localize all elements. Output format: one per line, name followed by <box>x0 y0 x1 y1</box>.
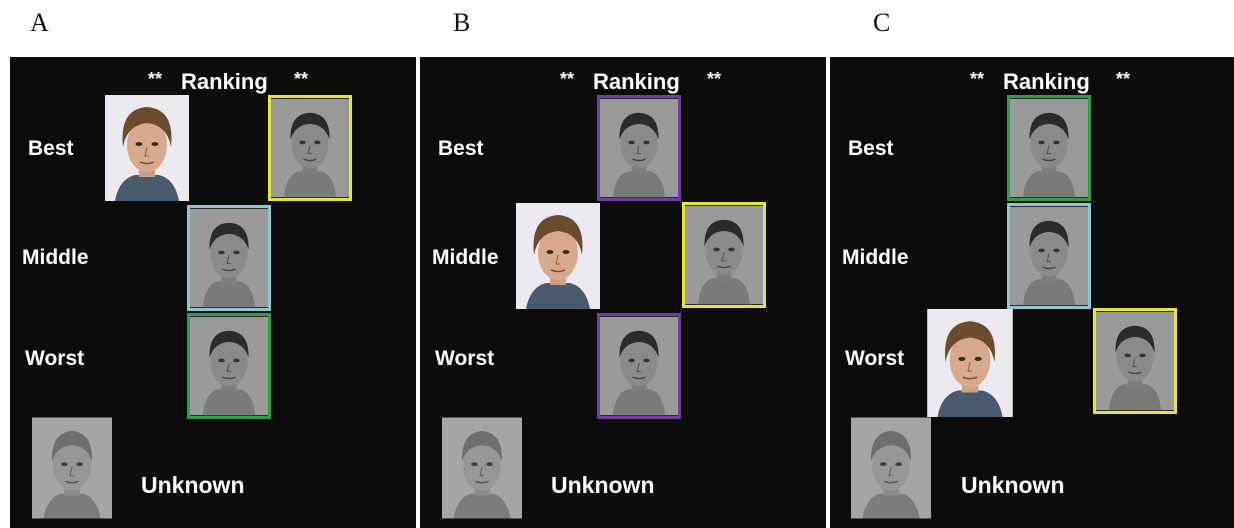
ranking-label: Ranking <box>181 69 268 94</box>
stars-left: ** <box>148 69 163 89</box>
panel-a-letter: A <box>30 8 49 37</box>
panel-b: ** Ranking ** Best Middle Worst Unknown <box>420 57 826 528</box>
unknown-label: Unknown <box>551 472 655 498</box>
rank-middle-label: Middle <box>842 246 909 269</box>
face-photo-purple-frame[interactable] <box>597 95 681 201</box>
face-photo-blue-frame[interactable] <box>187 205 271 311</box>
rank-best-label: Best <box>28 137 74 160</box>
stars-left: ** <box>560 69 575 89</box>
face-photo-green-frame[interactable] <box>1007 95 1091 201</box>
stars-right: ** <box>1116 69 1131 89</box>
face-photo-unknown[interactable] <box>32 416 112 520</box>
stars-right: ** <box>707 69 722 89</box>
rank-middle-label: Middle <box>22 246 89 269</box>
face-photo-unknown[interactable] <box>851 416 931 520</box>
ranking-title: ** Ranking ** <box>10 69 416 97</box>
face-photo-color[interactable] <box>927 309 1013 417</box>
face-photo-yellow-frame[interactable] <box>682 202 766 308</box>
ranking-label: Ranking <box>1003 69 1090 94</box>
stars-right: ** <box>294 69 309 89</box>
rank-worst-label: Worst <box>845 347 905 370</box>
face-photo-yellow-frame[interactable] <box>268 95 352 201</box>
panel-c: ** Ranking ** Best Middle Worst Unknown <box>830 57 1234 528</box>
face-photo-yellow-frame[interactable] <box>1093 308 1177 414</box>
rank-worst-label: Worst <box>25 347 85 370</box>
face-photo-color[interactable] <box>105 95 189 201</box>
unknown-label: Unknown <box>961 472 1065 498</box>
rank-best-label: Best <box>438 137 484 160</box>
face-photo-blue-frame[interactable] <box>1007 203 1091 309</box>
panel-b-letter: B <box>453 8 471 37</box>
face-photo-color[interactable] <box>516 203 600 309</box>
rank-middle-label: Middle <box>432 246 499 269</box>
face-photo-purple-frame[interactable] <box>597 313 681 419</box>
stars-left: ** <box>970 69 985 89</box>
panel-c-letter: C <box>873 8 891 37</box>
rank-best-label: Best <box>848 137 894 160</box>
panel-a: ** Ranking ** Best Middle Worst Unknown <box>10 57 416 528</box>
rank-worst-label: Worst <box>435 347 495 370</box>
ranking-title: ** Ranking ** <box>830 69 1234 97</box>
ranking-label: Ranking <box>593 69 680 94</box>
face-photo-unknown[interactable] <box>442 416 522 520</box>
ranking-title: ** Ranking ** <box>420 69 826 97</box>
unknown-label: Unknown <box>141 472 245 498</box>
face-photo-green-frame[interactable] <box>187 313 271 419</box>
